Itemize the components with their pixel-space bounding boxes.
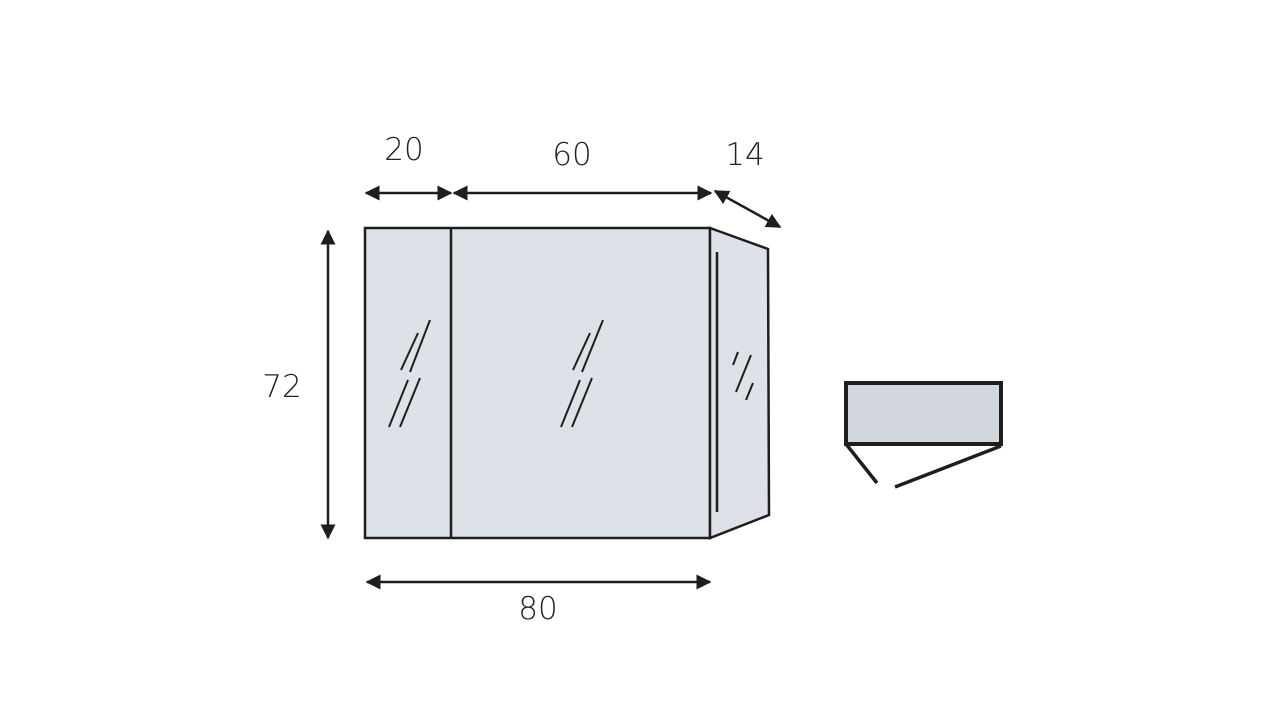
glass-reflection-center [560, 319, 604, 428]
label-depth: 14 [725, 137, 764, 173]
cabinet-front [363, 226, 712, 540]
label-left-door-width: 20 [384, 132, 423, 168]
arrow-depth [713, 189, 782, 229]
label-height: 72 [262, 369, 301, 405]
dimension-arrows [320, 185, 782, 590]
dimension-labels: 20 60 14 72 80 [262, 132, 764, 627]
open-door-left [844, 442, 879, 485]
cabinet-front-view [363, 226, 771, 540]
open-door-right [894, 444, 1002, 489]
top-view-body [844, 381, 1003, 446]
glass-reflection-side [732, 351, 754, 401]
glass-reflection-left [388, 319, 431, 428]
cabinet-top-view [844, 381, 1003, 489]
label-main-door-width: 60 [552, 137, 591, 173]
label-total-width: 80 [518, 591, 557, 627]
